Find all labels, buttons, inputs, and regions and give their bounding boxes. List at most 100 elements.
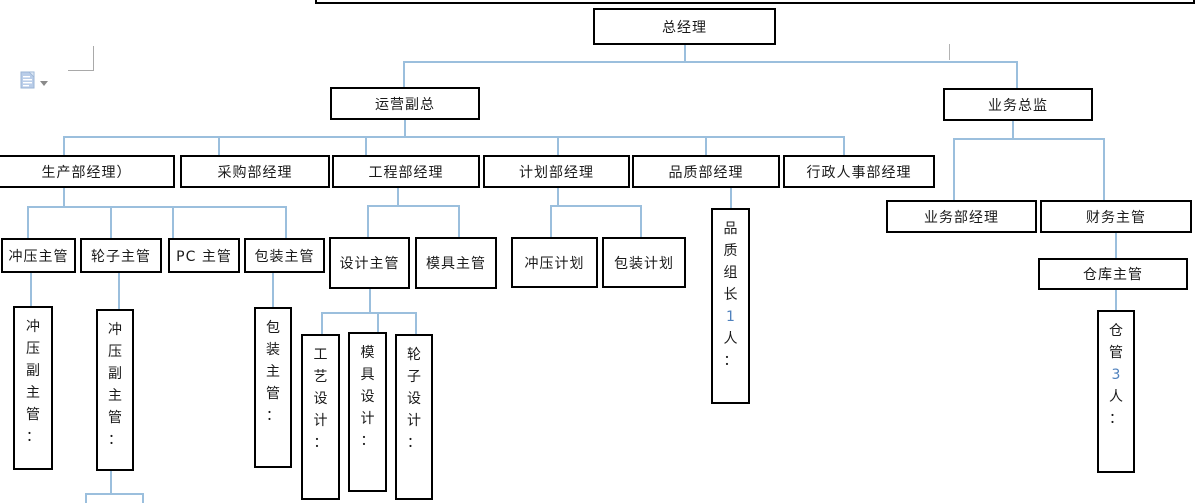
chevron-down-icon[interactable]	[40, 81, 48, 86]
connector-line	[118, 273, 120, 309]
connector-line	[27, 206, 29, 238]
connector-line	[684, 45, 686, 61]
node-label: 采购部经理	[217, 164, 293, 181]
connector-line	[63, 136, 845, 138]
org-node-stamping-deputy-2[interactable]: 冲压副主管：	[96, 309, 134, 471]
org-node-finance-supervisor[interactable]: 财务主管	[1040, 200, 1192, 233]
connector-line	[458, 205, 460, 237]
connector-line	[1016, 61, 1018, 89]
org-node-packaging-sub-supervisor[interactable]: 包装主管：	[254, 307, 292, 468]
connector-line	[218, 136, 220, 155]
node-label: 冲压主管	[8, 248, 69, 265]
org-node-mold-designer[interactable]: 模具设计：	[348, 332, 387, 492]
org-node-purchasing-manager[interactable]: 采购部经理	[180, 155, 330, 188]
node-label: 品质部经理	[668, 164, 744, 181]
connector-line	[1115, 233, 1117, 258]
connector-line	[557, 188, 559, 205]
org-node-stamping-planner[interactable]: 冲压计划	[511, 237, 598, 288]
org-node-engineering-manager[interactable]: 工程部经理	[332, 155, 480, 188]
connector-line	[550, 205, 642, 207]
connector-line	[1012, 121, 1014, 138]
org-node-top-partial[interactable]	[315, 0, 1195, 4]
clipboard-paste-icon	[20, 71, 36, 94]
connector-line	[369, 289, 371, 312]
node-label: 工程部经理	[368, 164, 444, 181]
connector-line	[85, 493, 87, 503]
org-node-packaging-supervisor[interactable]: 包装主管	[244, 238, 325, 273]
connector-line	[110, 206, 112, 238]
node-label: 业务总监	[988, 97, 1048, 114]
connector-line	[367, 205, 460, 207]
connector-line	[397, 188, 399, 205]
connector-line	[730, 188, 732, 208]
connector-line	[285, 206, 287, 238]
connector-line	[365, 136, 367, 155]
page-corner-mark	[93, 46, 94, 71]
org-node-business-dept-manager[interactable]: 业务部经理	[886, 200, 1037, 233]
node-label: 模具主管	[426, 256, 486, 272]
page-corner-mark	[68, 70, 94, 71]
connector-line	[272, 273, 274, 307]
node-label: 总经理	[662, 19, 707, 36]
paste-options-button[interactable]	[20, 70, 54, 94]
org-node-general-manager[interactable]: 总经理	[593, 8, 776, 45]
connector-line	[705, 136, 707, 155]
node-label: PC 主管	[176, 248, 232, 265]
connector-line	[85, 493, 144, 495]
node-label: 轮子主管	[91, 248, 151, 265]
org-node-production-manager[interactable]: 生产部经理）	[0, 155, 175, 188]
connector-line	[321, 312, 417, 314]
org-node-packaging-planner[interactable]: 包装计划	[602, 237, 686, 288]
org-node-design-supervisor[interactable]: 设计主管	[329, 237, 410, 289]
connector-line	[27, 206, 287, 208]
node-label: 财务主管	[1086, 209, 1146, 226]
node-label: 计划部经理	[519, 164, 594, 181]
org-node-pc-supervisor[interactable]: PC 主管	[168, 238, 240, 273]
connector-line	[953, 138, 1105, 140]
connector-line	[557, 136, 559, 155]
connector-line	[1115, 290, 1117, 310]
connector-line	[403, 61, 405, 87]
node-label: 冲压计划	[524, 255, 585, 272]
connector-line	[110, 471, 112, 494]
connector-line	[843, 136, 845, 155]
connector-line	[321, 312, 323, 334]
connector-line	[172, 206, 174, 238]
org-node-operations-vp[interactable]: 运营副总	[330, 87, 480, 120]
org-node-warehouse-supervisor[interactable]: 仓库主管	[1038, 258, 1188, 290]
node-label: 包装计划	[614, 255, 674, 272]
connector-line	[63, 136, 65, 155]
node-label: 业务部经理	[924, 209, 999, 226]
connector-line	[953, 138, 955, 200]
node-label: 仓库主管	[1083, 267, 1143, 283]
connector-line	[550, 205, 552, 237]
org-node-process-designer[interactable]: 工艺设计：	[301, 334, 340, 500]
connector-line	[1103, 138, 1105, 200]
org-node-quality-manager[interactable]: 品质部经理	[632, 155, 780, 188]
connector-line	[367, 205, 369, 237]
org-node-stamping-deputy-1[interactable]: 冲压副主管：	[13, 306, 53, 470]
org-node-wheel-supervisor[interactable]: 轮子主管	[80, 238, 162, 273]
org-node-admin-hr-manager[interactable]: 行政人事部经理	[783, 155, 935, 188]
org-node-planning-manager[interactable]: 计划部经理	[483, 155, 630, 188]
org-node-mold-supervisor[interactable]: 模具主管	[415, 237, 497, 289]
connector-line	[142, 493, 144, 503]
node-label: 行政人事部经理	[806, 164, 912, 181]
org-node-wheel-designer[interactable]: 轮子设计：	[395, 334, 433, 500]
connector-line	[415, 312, 417, 334]
org-node-business-director[interactable]: 业务总监	[943, 88, 1093, 121]
connector-line	[63, 188, 65, 206]
connector-line	[377, 312, 379, 332]
page-corner-mark	[949, 44, 950, 60]
connector-line	[640, 205, 642, 237]
connector-line	[404, 120, 406, 136]
org-node-stamping-supervisor[interactable]: 冲压主管	[1, 238, 76, 273]
node-label: 包装主管	[254, 248, 315, 265]
node-label: 设计主管	[339, 256, 400, 272]
node-label: 生产部经理）	[41, 164, 132, 181]
node-label: 运营副总	[375, 96, 435, 113]
connector-line	[403, 61, 1018, 63]
